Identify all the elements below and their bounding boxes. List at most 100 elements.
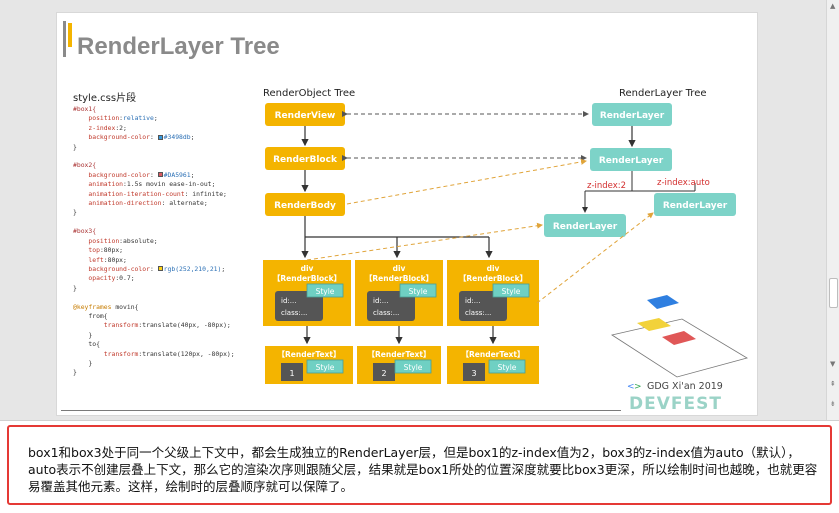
code-token: ;	[190, 133, 195, 142]
code-line: transform:translate(120px, -80px);	[73, 350, 235, 359]
svg-text:1: 1	[289, 369, 294, 378]
svg-text:Style: Style	[502, 287, 521, 296]
code-line: #box1{	[73, 105, 235, 114]
notes-highlight-box	[7, 425, 832, 505]
title-accent-bar	[63, 21, 66, 57]
code-line: to{	[73, 340, 235, 349]
code-token: #DA5961	[163, 170, 191, 179]
slide-bottom-rule	[61, 410, 621, 411]
svg-text:RenderLayer: RenderLayer	[553, 222, 618, 232]
renderblock-node	[265, 147, 345, 170]
svg-text:3: 3	[471, 369, 476, 378]
zindex-2-label: z-index:2	[587, 181, 626, 191]
svg-text:<: <	[627, 382, 635, 392]
gdg-logo: < > GDG Xi'an 2019 DEVFEST	[627, 381, 723, 414]
code-token: }	[73, 283, 77, 292]
renderbody-label: RenderBody	[274, 201, 336, 211]
svg-text:RenderLayer: RenderLayer	[663, 201, 728, 211]
renderview-node	[265, 103, 345, 126]
code-line: transform:translate(40px, -80px);	[73, 321, 235, 330]
color-swatch	[157, 266, 163, 272]
code-token: :	[119, 114, 124, 123]
svg-text:>: >	[634, 382, 642, 392]
renderlayer-box3	[654, 193, 736, 216]
speaker-notes-pane[interactable]	[0, 420, 839, 513]
code-token: movin{	[111, 302, 139, 311]
svg-text:id:...: id:...	[373, 297, 388, 305]
scroll-thumb[interactable]	[829, 278, 838, 308]
scroll-down-icon[interactable]: ▼	[830, 360, 836, 368]
slide-canvas[interactable]: RenderLayer Tree style.css片段 #box1{ posi…	[56, 12, 758, 416]
code-line: }	[73, 208, 235, 217]
svg-text:Style: Style	[316, 287, 335, 296]
code-token: position	[88, 236, 120, 245]
svg-text:id:...: id:...	[281, 297, 296, 305]
code-token: ;	[153, 114, 158, 123]
code-token: :translate(120px, -80px);	[138, 349, 235, 358]
div-block-2: div 【RenderBlock】 id:... class:... Style	[355, 260, 443, 326]
code-token: ;	[221, 264, 226, 273]
code-token: :80px;	[103, 255, 127, 264]
code-line: animation-iteration-count: infinite;	[73, 190, 235, 199]
code-token: :1.5s movin ease-in-out;	[123, 180, 216, 189]
code-token: @keyframes	[73, 302, 112, 311]
code-line: position:absolute;	[73, 237, 235, 246]
renderlayer-tree-label: RenderLayer Tree	[619, 88, 707, 99]
svg-text:Style: Style	[404, 363, 423, 372]
code-token: #3498db	[163, 133, 191, 142]
svg-text:div: div	[487, 264, 500, 273]
code-line: }	[73, 143, 235, 152]
code-line: animation:1.5s movin ease-in-out;	[73, 180, 235, 189]
code-token: :	[149, 170, 158, 179]
render-tree-diagram: RenderObject Tree RenderLayer Tree Rende…	[263, 88, 749, 414]
svg-text:Style: Style	[409, 287, 428, 296]
prev-slide-icon[interactable]: ⇞	[830, 380, 836, 388]
renderblock-label: RenderBlock	[273, 155, 338, 165]
code-token: :	[149, 133, 158, 142]
code-line: top:80px;	[73, 246, 235, 255]
next-slide-icon[interactable]: ⇟	[830, 400, 836, 408]
code-token: }	[88, 358, 93, 367]
code-token: left	[88, 255, 104, 264]
stacking-layers-illustration	[610, 295, 749, 378]
code-token: }	[73, 208, 77, 217]
code-token: top	[88, 246, 100, 255]
renderbody-node	[265, 193, 345, 216]
code-token: :80px;	[99, 246, 124, 255]
svg-text:【RenderBlock】: 【RenderBlock】	[365, 273, 433, 283]
code-token: }	[73, 368, 77, 377]
code-line: opacity:0.7;	[73, 274, 235, 283]
code-line: position:relative;	[73, 114, 235, 123]
svg-text:div: div	[393, 264, 406, 273]
renderobject-tree-label: RenderObject Tree	[263, 88, 355, 99]
svg-text:RenderLayer: RenderLayer	[599, 156, 664, 166]
code-token: :0.7;	[115, 274, 135, 283]
code-token: animation-direction	[88, 199, 162, 208]
code-line: z-index:2;	[73, 124, 235, 133]
code-line: background-color: #DA5961;	[73, 171, 235, 180]
code-heading: style.css片段	[73, 93, 137, 104]
renderview-label: RenderView	[275, 111, 336, 121]
code-token: }	[73, 142, 77, 151]
code-token: }	[88, 330, 93, 339]
vertical-scrollbar[interactable]: ▲ ▼ ⇞ ⇟	[826, 0, 839, 420]
svg-text:2: 2	[381, 369, 386, 378]
title-accent-bar-yellow	[68, 23, 72, 47]
code-token: #box3{	[73, 227, 97, 236]
code-line: background-color: rgb(252,210,21);	[73, 265, 235, 274]
speaker-notes-text[interactable]: box1和box3处于同一个父级上下文中，都会生成独立的RenderLayer层…	[28, 445, 818, 494]
code-line: from{	[73, 312, 235, 321]
code-token: to{	[88, 340, 100, 349]
code-token: relative	[123, 114, 154, 123]
svg-text:【RenderBlock】: 【RenderBlock】	[459, 273, 527, 283]
rendertext-block-1: 【RenderText】 1 Style	[265, 346, 353, 384]
div-block-3: div 【RenderBlock】 id:... class:... Style	[447, 260, 539, 326]
devfest-logo-text: DEVFEST	[629, 394, 722, 414]
scroll-up-icon[interactable]: ▲	[830, 2, 836, 10]
code-token: : infinite;	[184, 189, 227, 198]
svg-text:id:...: id:...	[465, 297, 480, 305]
svg-text:RenderLayer: RenderLayer	[600, 111, 665, 121]
code-token: opacity	[88, 274, 116, 283]
renderlayer-body	[590, 148, 672, 171]
code-token: background-color	[88, 133, 150, 142]
